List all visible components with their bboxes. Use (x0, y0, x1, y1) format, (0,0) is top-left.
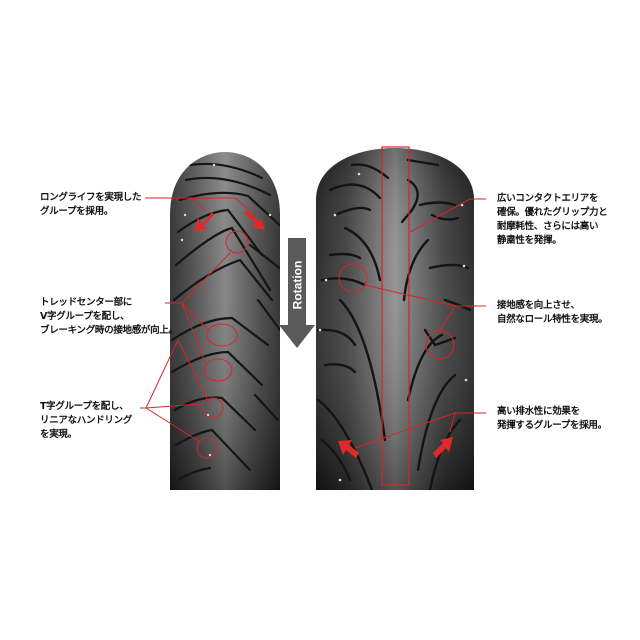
annotation-drainage: 高い排水性に効果を 発揮するグループを採用。 (497, 405, 607, 433)
annotation-contact-area: 広いコンタクトエリアを 確保。優れたグリップ力と 耐摩耗性、さらには高い 静粛性… (497, 192, 608, 248)
annotation-line: 広いコンタクトエリアを (497, 193, 599, 204)
annotation-long-life: ロングライフを実現した グループを採用。 (40, 191, 142, 219)
annotation-line: V字グループを配し、 (40, 311, 130, 322)
rear-arrows (338, 437, 453, 458)
annotation-line: 高い排水性に効果を (497, 406, 580, 417)
annotation-line: グループを採用。 (40, 206, 114, 217)
annotation-line: トレッドセンター部に (40, 297, 133, 308)
annotation-line: 発揮するグループを採用。 (497, 420, 607, 431)
annotation-line: ロングライフを実現した (40, 192, 142, 203)
annotation-t-groove: T字グループを配し、 リニアなハンドリング を実現。 (40, 400, 132, 442)
rotation-arrow-icon (279, 238, 315, 348)
annotation-line: 接地感を向上させ、 (497, 300, 580, 311)
rear-tire (316, 148, 474, 490)
annotation-line: リニアなハンドリング (40, 415, 133, 426)
annotation-roll-character: 接地感を向上させ、 自然なロール特性を実現。 (497, 299, 608, 327)
rotation-text: Rotation (290, 260, 304, 310)
annotation-line: 確保。優れたグリップ力と (497, 207, 608, 218)
annotation-lines (140, 146, 486, 486)
annotation-line: 静粛性を発揮。 (497, 235, 562, 246)
annotation-line: ブレーキング時の接地感が向上。 (40, 325, 178, 336)
annotation-line: T字グループを配し、 (40, 401, 129, 412)
annotation-line: 耐摩耗性、さらには高い (497, 221, 599, 232)
front-tire (170, 152, 280, 490)
annotation-line: を実現。 (40, 429, 77, 440)
annotation-line: 自然なロール特性を実現。 (497, 314, 608, 325)
rotation-label: Rotation (282, 250, 312, 320)
front-arrows (194, 210, 265, 232)
annotation-v-groove: トレッドセンター部に V字グループを配し、 ブレーキング時の接地感が向上。 (40, 296, 178, 338)
